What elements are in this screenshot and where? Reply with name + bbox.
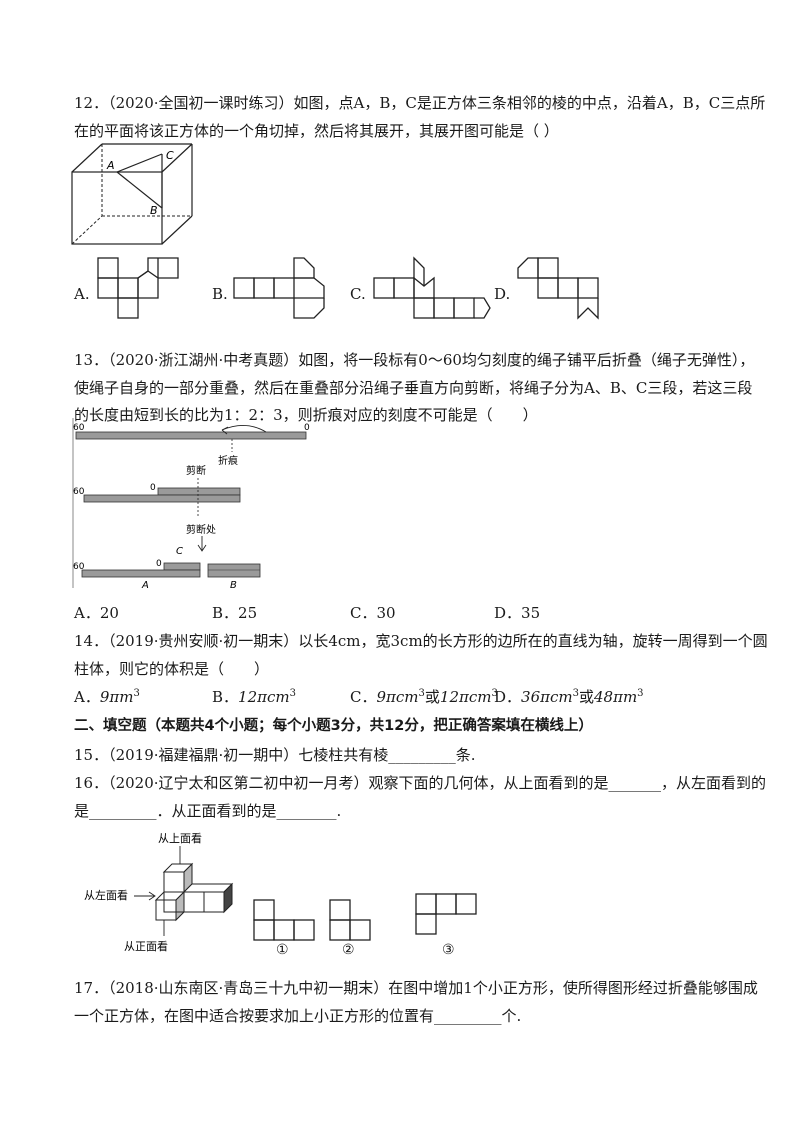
q14-option-a: A．9πm3 xyxy=(74,687,140,707)
q12-option-b-net xyxy=(233,257,325,319)
q14-line1-mid: ，宽 xyxy=(360,632,391,650)
q12-option-a-net xyxy=(97,257,179,319)
q14-line1: 14．（2019·贵州安顺·初一期末）以长4cm，宽3cm的长方形的边所在的直线… xyxy=(74,631,768,651)
q13-fold-label: 折痕 xyxy=(218,454,238,467)
q14-option-d-exp1: 3 xyxy=(572,688,579,699)
q13-option-b: B．25 xyxy=(212,604,258,622)
q13-row2-60: 60 xyxy=(73,487,85,497)
q14-length-value: 4cm xyxy=(328,632,361,650)
q14-option-d: D．36πcm3或48πm3 xyxy=(494,687,644,707)
q13-option-c: C．30 xyxy=(350,604,396,622)
q12-line2: 在的平面将该正方体的一个角切掉，然后将其展开，其展开图可能是（ ） xyxy=(74,122,559,140)
q14-line1-pre: 14．（2019·贵州安顺·初一期末）以长 xyxy=(74,632,329,650)
q14-option-c: C．9πcm3或12πcm3 xyxy=(350,687,498,707)
q16-view-2 xyxy=(329,899,371,941)
q17-line2: 一个正方体，在图中适合按要求加上小正方形的位置有_________个. xyxy=(74,1007,522,1025)
q16-solid-figure: 从上面看 从左面看 从正面看 xyxy=(84,831,234,953)
q14-option-a-label: A． xyxy=(74,688,100,706)
q14-option-c-value2: 12πcm xyxy=(439,688,492,706)
q13-seg-c: C xyxy=(176,546,183,557)
q13-row3-0: 0 xyxy=(156,559,162,569)
q12-label-b: B xyxy=(150,204,158,217)
q14-option-a-unit: m xyxy=(119,688,134,706)
q14-option-d-value1: 36πcm xyxy=(521,688,573,706)
q13-line2: 使绳子自身的一部分重叠，然后在重叠部分沿绳子垂直方向剪断，将绳子分为A、B、C三… xyxy=(74,379,753,397)
q13-seg-b: B xyxy=(230,580,237,591)
q16-line2: 是_________．从正面看到的是________. xyxy=(74,802,342,820)
q12-line1: 12．（2020·全国初一课时练习）如图，点A，B，C是正方体三条相邻的棱的中点… xyxy=(74,94,766,112)
q12-label-a: A xyxy=(106,159,115,172)
q14-option-d-label: D． xyxy=(494,688,522,706)
q14-option-c-label: C． xyxy=(350,688,377,706)
q14-option-b-label: B． xyxy=(212,688,239,706)
q14-option-c-or: 或 xyxy=(424,688,440,706)
q15-line: 15．（2019·福建福鼎·初一期中）七棱柱共有棱_________条. xyxy=(74,746,476,764)
q14-option-c-value1: 9πcm xyxy=(376,688,419,706)
q12-option-d-net xyxy=(517,257,599,320)
q14-line2: 柱体，则它的体积是（ ） xyxy=(74,660,270,678)
q13-row1-0: 0 xyxy=(304,423,310,433)
q16-line1: 16．（2020·辽宁太和区第二初中初一月考）观察下面的几何体，从上面看到的是_… xyxy=(74,774,767,792)
q14-option-a-value: 9π xyxy=(99,688,120,706)
q16-view-1-number: ① xyxy=(276,942,289,958)
q13-line1: 13．（2020·浙江湖州·中考真题）如图，将一段标有0～60均匀刻度的绳子铺平… xyxy=(74,351,755,369)
q13-cut-label: 剪断 xyxy=(186,464,206,477)
q13-option-d: D．35 xyxy=(494,604,541,622)
q14-line1-post: 的长方形的边所在的直线为轴，旋转一周得到一个圆 xyxy=(422,632,768,650)
q14-option-d-exp2: 3 xyxy=(637,688,644,699)
q14-option-b: B．12πcm3 xyxy=(212,687,296,707)
q16-view-2-number: ② xyxy=(342,942,355,958)
q14-option-c-exp2: 3 xyxy=(491,688,498,699)
q16-left-view-label: 从左面看 xyxy=(84,888,128,902)
q14-option-d-or: 或 xyxy=(578,688,594,706)
q13-line3: 的长度由短到长的比为1：2：3，则折痕对应的刻度不可能是（ ） xyxy=(74,406,538,424)
q13-option-a: A．20 xyxy=(74,604,119,622)
q13-row3-60: 60 xyxy=(73,562,85,572)
q13-row1-60: 60 xyxy=(73,423,85,433)
q12-cube-figure: A C B xyxy=(71,143,193,245)
section-2-heading: 二、填空题（本题共4个小题；每个小题3分，共12分，把正确答案填在横线上） xyxy=(74,718,593,734)
q13-cut-place-label: 剪断处 xyxy=(186,523,216,536)
q16-view-1 xyxy=(253,899,315,941)
q14-option-a-exp: 3 xyxy=(133,688,140,699)
q14-option-b-value: 12πcm xyxy=(238,688,290,706)
q14-option-d-value2: 48πm xyxy=(594,688,638,706)
q12-option-c-label: C. xyxy=(350,285,366,303)
q12-option-c-net xyxy=(373,256,491,319)
q16-front-view-label: 从正面看 xyxy=(124,939,168,953)
q17-line1: 17．（2018·山东南区·青岛三十九中初一期末）在图中增加1个小正方形，使所得… xyxy=(74,979,758,997)
q14-option-c-exp1: 3 xyxy=(418,688,425,699)
q12-option-b-label: B. xyxy=(212,285,228,303)
q12-option-d-label: D. xyxy=(494,285,511,303)
q13-row2-0: 0 xyxy=(150,483,156,493)
q16-top-view-label: 从上面看 xyxy=(158,831,202,845)
q12-label-c: C xyxy=(166,149,174,162)
q13-rope-figure: 60 0 折痕 剪断 60 0 剪断处 C 60 0 A B xyxy=(72,418,310,591)
q12-option-a-label: A. xyxy=(74,285,90,303)
q13-seg-a: A xyxy=(141,580,149,591)
q16-view-3-number: ③ xyxy=(442,942,455,958)
q14-width-value: 3cm xyxy=(390,632,423,650)
q14-option-b-exp: 3 xyxy=(289,688,296,699)
q16-view-3 xyxy=(415,893,477,935)
